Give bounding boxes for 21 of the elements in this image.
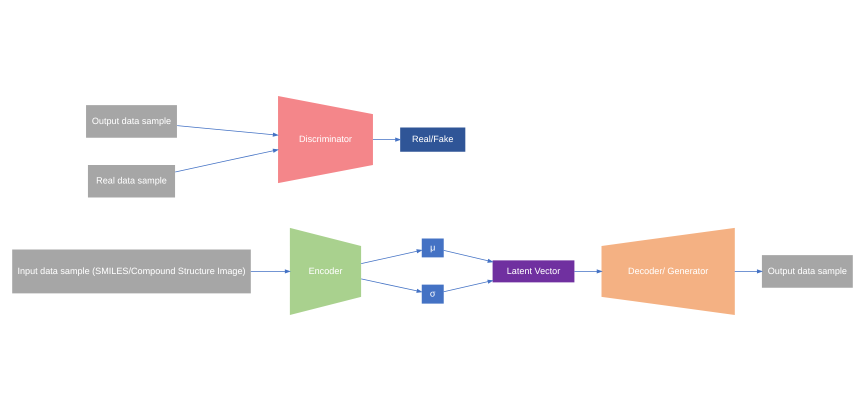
arrow [250,269,291,274]
node-box: Encoder [290,228,362,315]
node-box: Input data sample (SMILES/Compound Structure Image) [12,249,251,294]
node-box: Latent Vector [492,260,574,282]
arrow [360,249,423,264]
arrow [443,250,494,263]
arrow [176,125,279,137]
node-box: Output data sample [762,255,853,288]
node-box: Decoder/ Generator [602,228,735,315]
arrow [574,269,603,274]
node-box: Discriminator [278,96,373,184]
node-box: μ [422,238,444,258]
node-box: Real data sample [88,164,176,198]
arrow [372,137,402,142]
arrow [174,148,279,172]
node-box: Real/Fake [400,127,466,152]
node-box: Output data sample [86,105,177,138]
node-box: σ [422,284,444,304]
arrow [360,278,423,293]
arrow [443,280,494,292]
arrow [734,269,764,274]
